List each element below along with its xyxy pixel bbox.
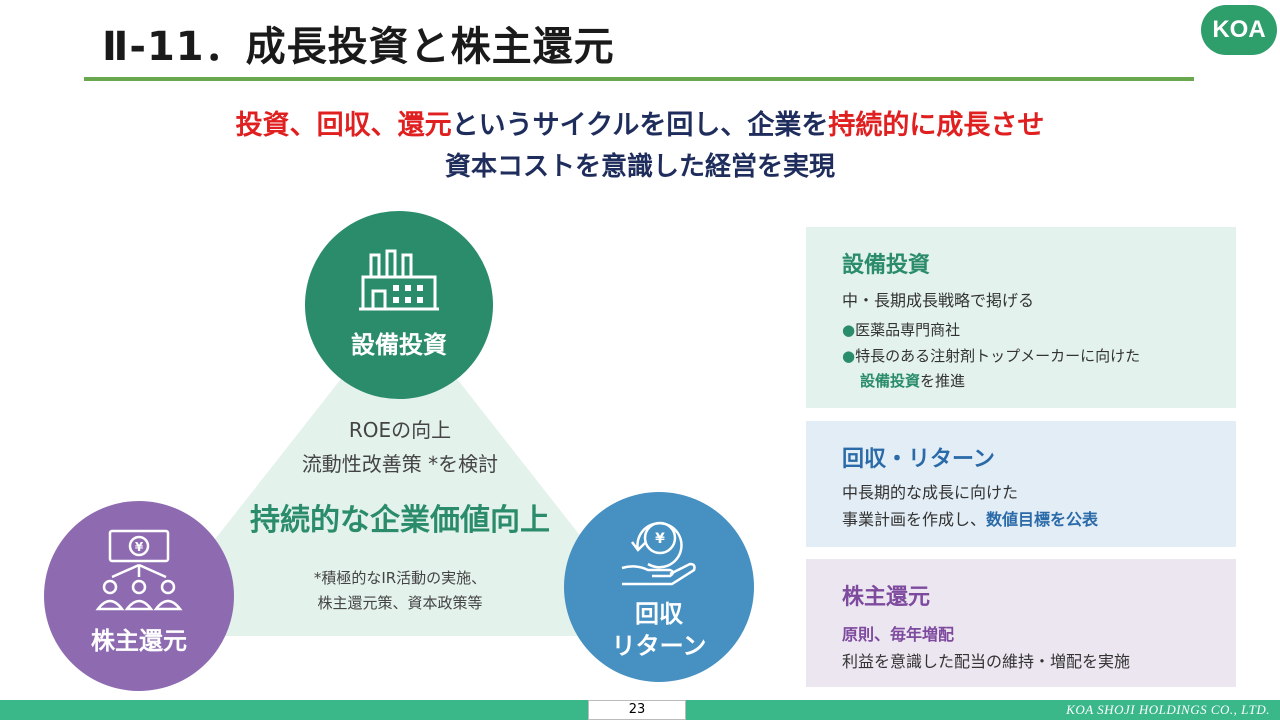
bullet-icon: ●: [842, 347, 856, 365]
return-panel-line-1: 中長期的な成長に向けた: [842, 483, 1019, 502]
footnote-text: *積極的なIR活動の実施、 株主還元策、資本政策等: [200, 566, 600, 616]
invest-panel-line: 中・長期成長戦略で掲げる: [842, 291, 1035, 310]
return-line-2-bold: 数値目標を公表: [986, 510, 1099, 529]
invest-panel: 設備投資 中・長期成長戦略で掲げる ●医薬品専門商社 ●特長のある注射剤トップメ…: [806, 227, 1236, 408]
shareholder-panel: 株主還元 原則、毎年増配 利益を意識した配当の維持・増配を実施: [806, 559, 1236, 687]
invest-item-1-text: 医薬品専門商社: [855, 321, 961, 339]
svg-text:¥: ¥: [655, 531, 665, 547]
invest-panel-item-3: 設備投資を推進: [860, 370, 965, 391]
page-number: 23: [588, 700, 686, 720]
bullet-icon: ●: [842, 321, 856, 339]
invest-panel-item-2: ●特長のある注射剤トップメーカーに向けた: [842, 345, 1140, 366]
yen-return-icon: ¥: [621, 521, 696, 586]
shareholder-panel-line-1: 原則、毎年増配: [842, 625, 955, 644]
return-line-2-text: 事業計画を作成し、: [842, 510, 987, 529]
return-circle-label-2: リターン: [611, 632, 707, 660]
factory-icon: [359, 249, 439, 311]
invest-panel-item-1: ●医薬品専門商社: [842, 319, 960, 340]
shareholder-panel-line-2: 利益を意識した配当の維持・増配を実施: [842, 652, 1131, 671]
headline-highlight-cycle: 投資、回収、還元: [235, 110, 452, 141]
footnote-line-2: 株主還元策、資本政策等: [317, 594, 483, 612]
svg-text:¥: ¥: [135, 540, 144, 554]
invest-panel-title: 設備投資: [842, 253, 931, 278]
shareholder-circle: ¥ 株主還元: [44, 501, 234, 691]
working-capital-line: 流動性改善策 *を検討: [301, 452, 499, 476]
headline-line-2: 資本コストを意識した経営を実現: [444, 152, 835, 182]
return-panel: 回収・リターン 中長期的な成長に向けた 事業計画を作成し、数値目標を公表: [806, 421, 1236, 547]
shareholder-panel-title: 株主還元: [842, 585, 931, 610]
return-circle-label-1: 回収: [635, 600, 683, 628]
footnote-line-1: *積極的なIR活動の実施、: [313, 569, 487, 587]
corporate-value-text: 持続的な企業価値向上: [250, 503, 550, 538]
headline-line-1: 投資、回収、還元というサイクルを回し、企業を持続的に成長させ: [0, 103, 1280, 142]
return-circle: ¥ 回収 リターン: [564, 492, 754, 682]
roe-text: ROEの向上 流動性改善策 *を検討: [200, 413, 600, 481]
headline-highlight-growth: 持続的に成長させ: [828, 110, 1045, 141]
company-logo: KOA: [1201, 5, 1277, 55]
cycle-triangle: [139, 305, 659, 636]
shareholder-circle-label: 株主還元: [91, 627, 187, 655]
invest-circle-label: 設備投資: [351, 331, 447, 359]
page-title: Ⅱ-11．成長投資と株主還元: [102, 24, 615, 70]
shareholder-icon: ¥: [95, 529, 183, 611]
headline-text: というサイクルを回し、企業を: [451, 110, 829, 141]
invest-item-3-bold: 設備投資: [860, 372, 921, 390]
roe-line: ROEの向上: [348, 418, 452, 442]
title-divider: [84, 77, 1194, 81]
footer-company-name: KOA SHOJI HOLDINGS CO., LTD.: [1066, 702, 1270, 717]
invest-item-2-text: 特長のある注射剤トップメーカーに向けた: [855, 347, 1141, 365]
invest-circle: 設備投資: [305, 211, 493, 399]
return-panel-line-2: 事業計画を作成し、数値目標を公表: [842, 506, 1098, 530]
invest-item-3-rest: を推進: [920, 372, 966, 390]
return-panel-title: 回収・リターン: [842, 447, 995, 472]
